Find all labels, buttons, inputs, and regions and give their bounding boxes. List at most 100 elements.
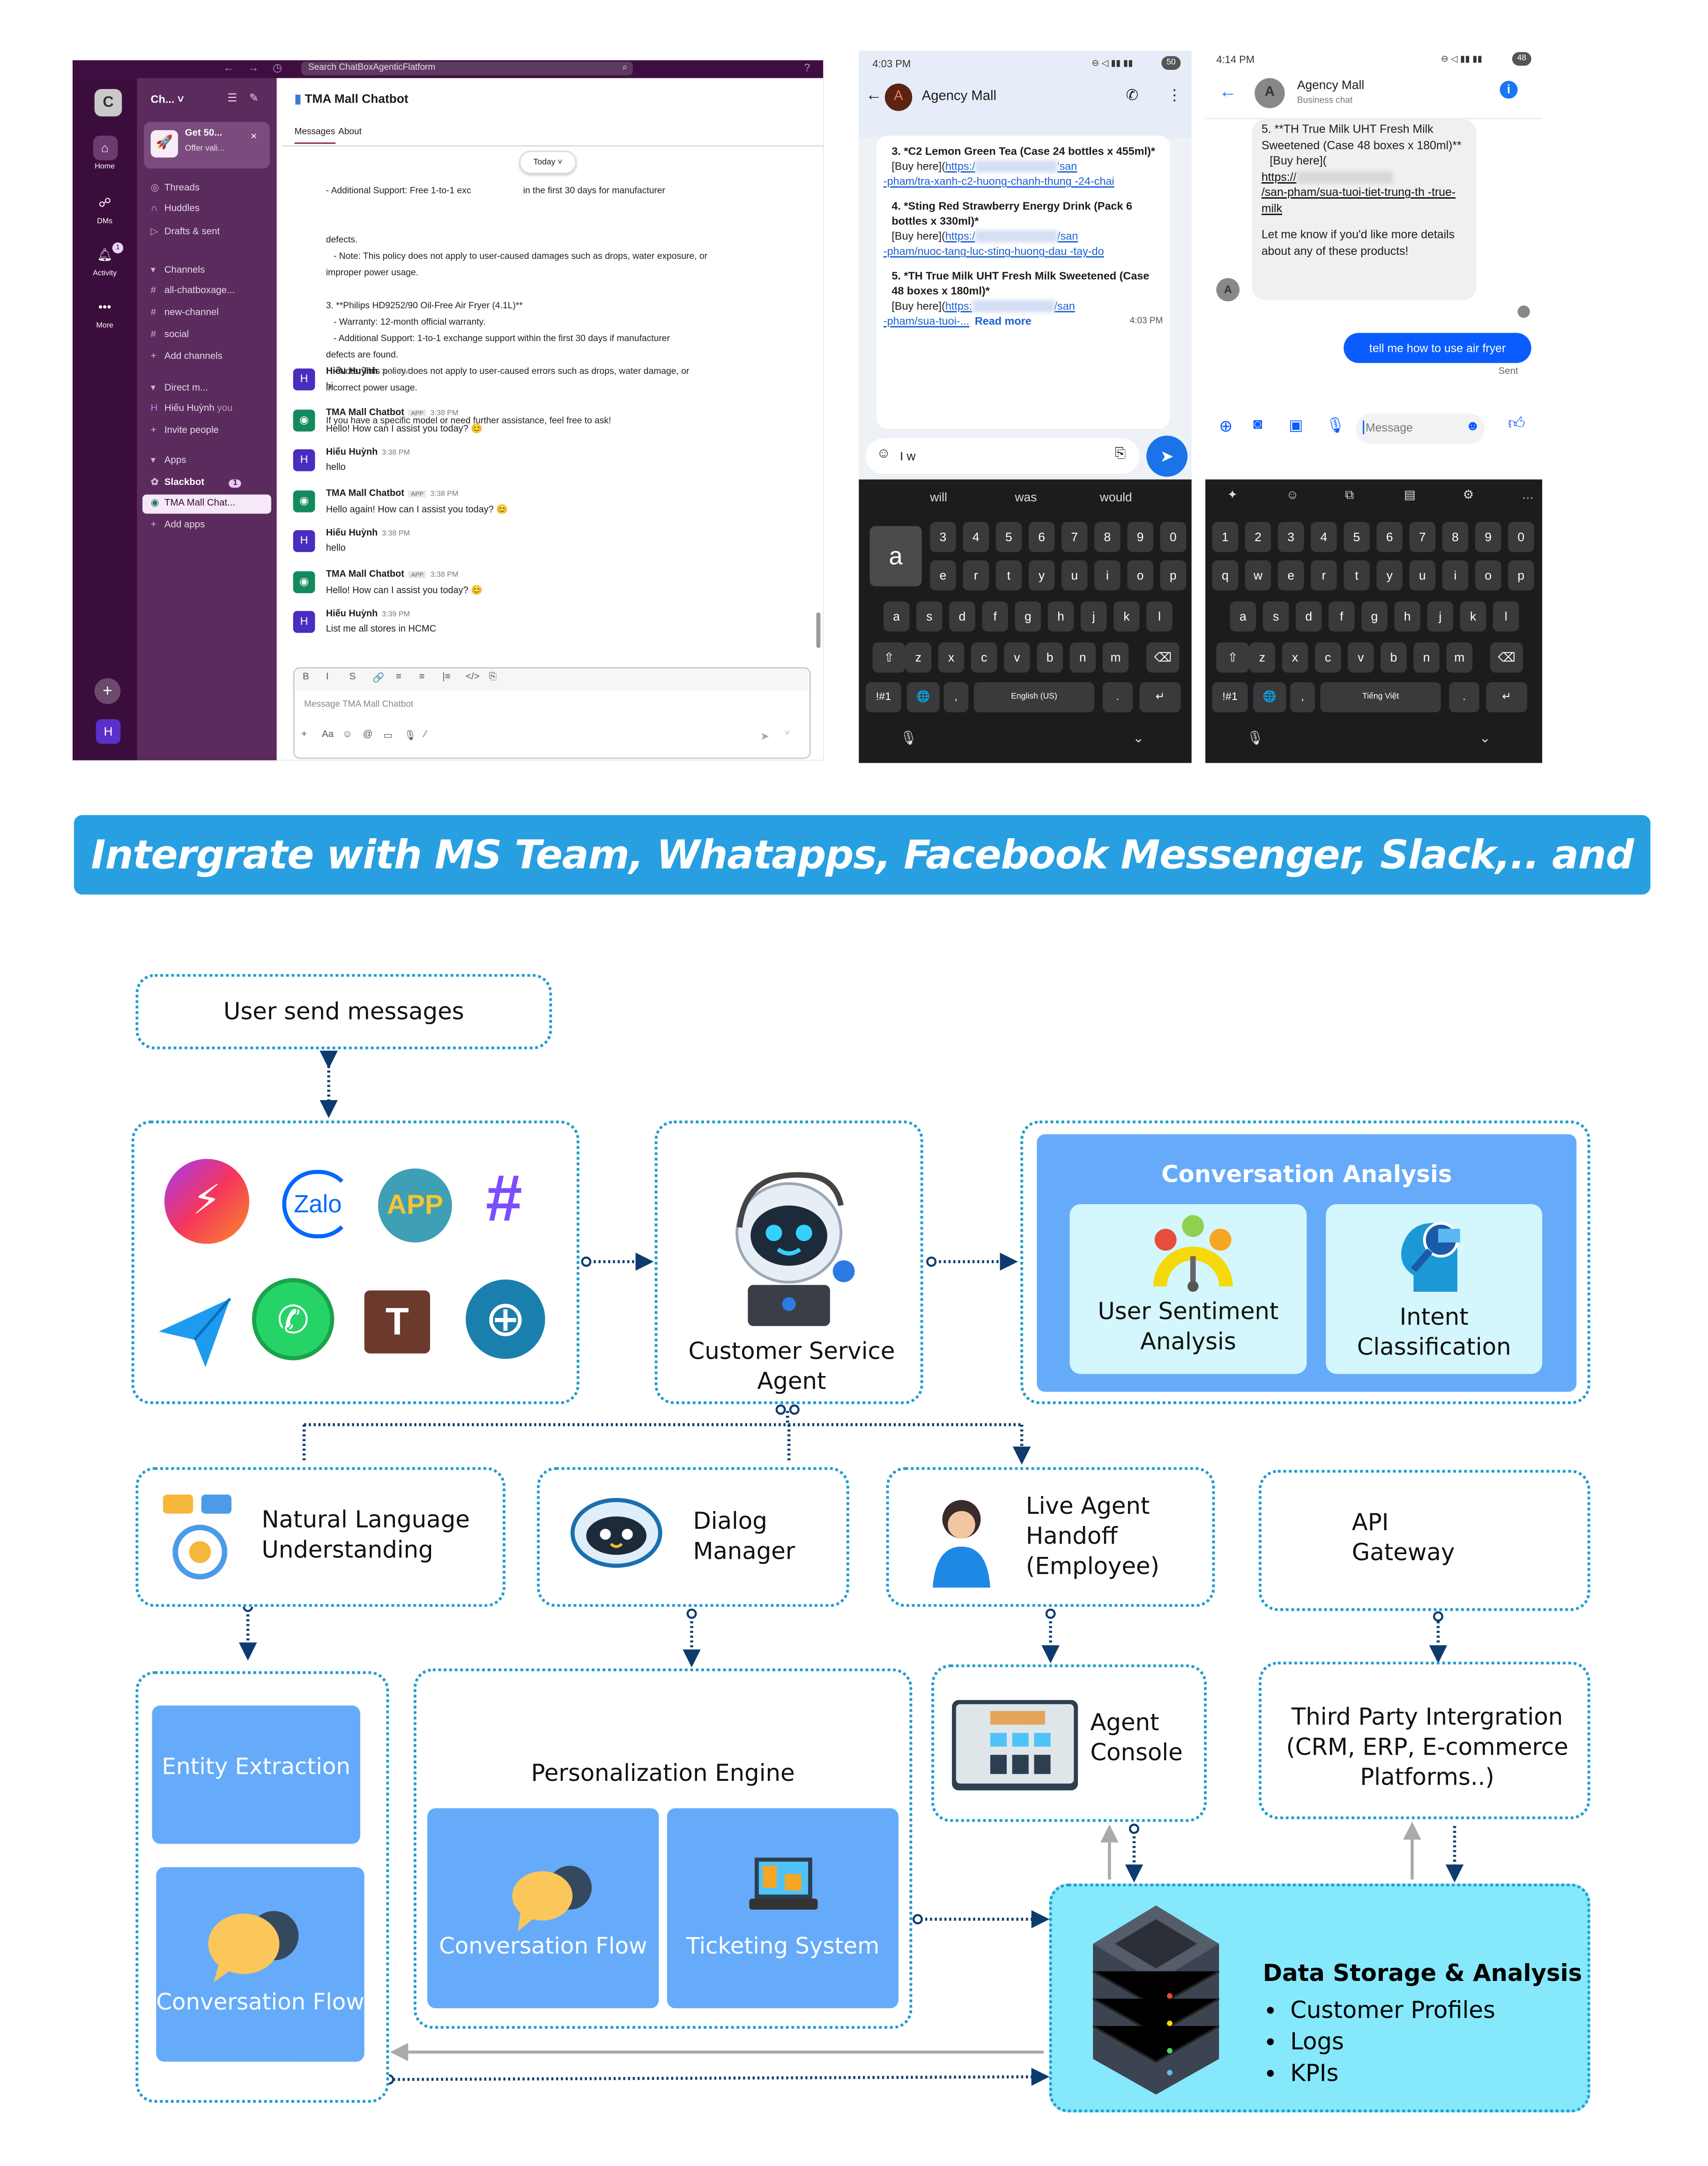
key[interactable]: w xyxy=(1245,560,1271,591)
key[interactable]: 5 xyxy=(1344,521,1370,552)
add-apps-button[interactable]: +Add apps xyxy=(151,521,205,530)
composer-tool-button[interactable]: @ xyxy=(363,730,373,740)
emoji-icon[interactable]: ☺ xyxy=(876,447,891,462)
key[interactable]: m xyxy=(1446,642,1473,673)
key[interactable]: y xyxy=(1028,560,1055,591)
key[interactable]: 🌐 xyxy=(906,682,940,713)
key[interactable]: s xyxy=(916,601,943,632)
key[interactable]: i xyxy=(1094,560,1121,591)
thumbs-up-icon[interactable]: 👍︎ xyxy=(1508,413,1525,433)
format-tool-button[interactable]: ≡ xyxy=(395,672,401,683)
channels-section-toggle[interactable]: ▾Channels xyxy=(151,264,205,275)
key[interactable]: h xyxy=(1047,601,1074,632)
composer-input[interactable]: Message TMA Mall Chatbot xyxy=(304,700,414,710)
key[interactable]: 8 xyxy=(1442,521,1469,552)
keyboard-toolbar-icon[interactable]: ⧉ xyxy=(1345,487,1354,502)
product-link[interactable]: /san xyxy=(1054,300,1075,313)
key[interactable]: m xyxy=(1102,642,1129,673)
keyboard-toolbar-icon[interactable]: ☺ xyxy=(1286,487,1299,502)
key[interactable]: v xyxy=(1004,642,1030,673)
key[interactable]: c xyxy=(1314,642,1341,673)
sidebar-app-tma-selected[interactable]: ◉ TMA Mall Chat... xyxy=(142,494,271,514)
mic-icon[interactable]: 🎙︎ xyxy=(1246,731,1264,747)
send-icon[interactable]: ➤ xyxy=(760,730,770,743)
sidebar-item-huddles[interactable]: ∩Huddles xyxy=(151,204,200,214)
key[interactable]: s xyxy=(1262,601,1289,632)
key[interactable]: g xyxy=(1361,601,1388,632)
apps-section-toggle[interactable]: ▾Apps xyxy=(151,455,186,466)
keyboard-toolbar-icon[interactable]: … xyxy=(1522,487,1534,502)
key[interactable]: 9 xyxy=(1475,521,1501,552)
date-pill[interactable]: Today ˅ xyxy=(519,150,577,174)
key[interactable]: ⇧ xyxy=(872,642,906,673)
key[interactable]: . xyxy=(1449,682,1479,713)
format-tool-button[interactable]: S xyxy=(349,672,356,683)
key[interactable]: 3 xyxy=(1277,521,1304,552)
mic-icon[interactable]: 🎙︎ xyxy=(1326,417,1345,434)
key[interactable]: 0 xyxy=(1508,521,1534,552)
spacebar[interactable]: Tiếng Việt xyxy=(1320,682,1441,713)
plus-circle-icon[interactable]: ⊕ xyxy=(1219,416,1233,436)
key[interactable]: t xyxy=(995,560,1022,591)
user-avatar[interactable]: H xyxy=(293,368,315,391)
key[interactable]: l xyxy=(1146,601,1173,632)
tab-about[interactable]: About xyxy=(338,127,362,137)
workspace-switcher[interactable]: C xyxy=(94,89,122,117)
user-avatar[interactable]: H xyxy=(96,719,121,744)
sidebar-item-threads[interactable]: ◎Threads xyxy=(151,182,200,193)
add-workspace-button[interactable]: + xyxy=(94,678,121,704)
product-link[interactable]: https:/ xyxy=(945,230,975,243)
key[interactable]: ↵ xyxy=(1139,682,1181,713)
sidebar-channel[interactable]: #social xyxy=(151,330,189,340)
product-link[interactable]: https:// xyxy=(1261,169,1297,183)
key[interactable]: 3 xyxy=(930,521,956,552)
keyboard-toolbar-icon[interactable]: ⚙ xyxy=(1463,487,1474,502)
format-tool-button[interactable]: B xyxy=(303,672,309,683)
add-channels-button[interactable]: +Add channels xyxy=(151,352,223,361)
format-tool-button[interactable]: |≡ xyxy=(442,672,451,683)
contact-name[interactable]: Agency Mall xyxy=(921,89,996,104)
key[interactable]: 0 xyxy=(1160,521,1187,552)
product-link[interactable]: /san xyxy=(1057,230,1078,243)
timestamp[interactable]: 3:39 PM xyxy=(382,611,410,619)
key[interactable]: t xyxy=(1344,560,1370,591)
product-link[interactable]: -pham/sua-tuoi-... xyxy=(883,315,970,328)
suggestion-chip[interactable]: would xyxy=(1099,490,1132,504)
back-arrow-icon[interactable]: ← xyxy=(865,85,882,104)
author-name[interactable]: TMA Mall Chatbot xyxy=(326,407,404,417)
key[interactable]: !#1 xyxy=(865,682,901,713)
author-name[interactable]: Hiếu Huỳnh xyxy=(326,528,378,539)
key[interactable]: d xyxy=(1295,601,1322,632)
message-input[interactable]: ☺ I w ⎘ xyxy=(865,438,1140,474)
key[interactable]: 1 xyxy=(1212,521,1239,552)
author-name[interactable]: TMA Mall Chatbot xyxy=(326,569,404,579)
rail-dms[interactable]: ☍DMs xyxy=(73,190,137,226)
keyboard-toolbar-icon[interactable]: ▤ xyxy=(1404,487,1416,502)
contact-name[interactable]: Agency Mall xyxy=(1297,78,1365,92)
promo-card[interactable]: 🚀 Get 50... Offer vali... × xyxy=(143,122,270,169)
key[interactable]: j xyxy=(1427,601,1454,632)
key[interactable]: v xyxy=(1348,642,1374,673)
format-tool-button[interactable]: </> xyxy=(466,672,480,683)
bot-avatar[interactable]: ◉ xyxy=(293,570,315,593)
key[interactable]: !#1 xyxy=(1212,682,1248,713)
key[interactable]: f xyxy=(982,601,1008,632)
key[interactable]: 4 xyxy=(1311,521,1337,552)
suggestion-chip[interactable]: will xyxy=(930,490,947,504)
key[interactable]: b xyxy=(1381,642,1407,673)
key[interactable]: r xyxy=(963,560,989,591)
scrollbar[interactable] xyxy=(816,612,821,648)
bot-avatar[interactable]: ◉ xyxy=(293,409,315,431)
format-tool-button[interactable]: I xyxy=(326,672,329,683)
composer-tool-button[interactable]: ☺ xyxy=(342,730,352,740)
composer-tool-button[interactable]: Aa xyxy=(322,730,334,740)
hide-keyboard-icon[interactable]: ⌄ xyxy=(1479,731,1491,747)
gallery-icon[interactable]: ▣ xyxy=(1289,417,1303,434)
rail-more[interactable]: •••More xyxy=(73,295,137,330)
key[interactable]: 🌐 xyxy=(1253,682,1286,713)
mic-icon[interactable]: 🎙︎ xyxy=(899,731,918,747)
timestamp[interactable]: 3:38 PM xyxy=(430,570,459,579)
key[interactable]: 6 xyxy=(1376,521,1403,552)
sidebar-channel[interactable]: #new-channel xyxy=(151,308,219,318)
camera-icon[interactable]: ◙ xyxy=(1253,416,1262,433)
